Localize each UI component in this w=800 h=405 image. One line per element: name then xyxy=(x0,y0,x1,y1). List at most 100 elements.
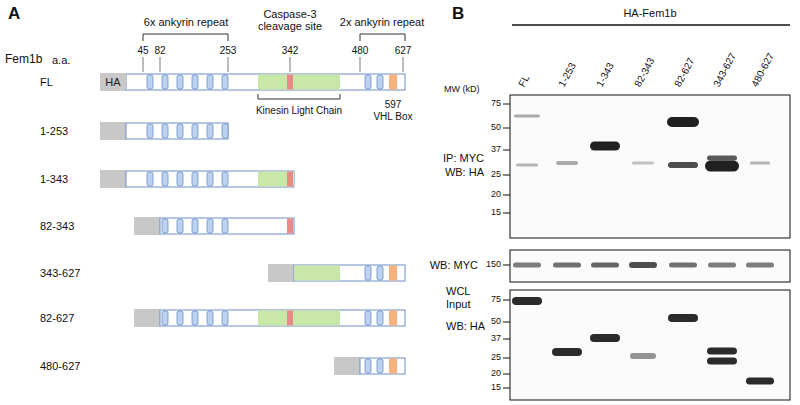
protein-band xyxy=(632,162,654,165)
annotation-label: WB: HA xyxy=(445,166,484,178)
ankyrin-repeat xyxy=(377,75,383,89)
protein-band xyxy=(669,263,697,268)
construct-bar xyxy=(294,265,405,281)
ankyrin-repeat xyxy=(377,359,383,373)
ankyrin-bracket xyxy=(360,34,405,41)
annotation-label: 82 xyxy=(154,45,165,56)
annotation-label: 627 xyxy=(395,45,412,56)
ha-tag xyxy=(100,122,126,140)
annotation-label: Fem1b xyxy=(5,53,42,66)
marker-tick xyxy=(503,213,510,214)
construct-row xyxy=(268,264,405,282)
ankyrin-repeat xyxy=(177,219,183,233)
lane-label: 480-627 xyxy=(749,51,776,89)
mw-marker: 75 xyxy=(491,295,501,305)
construct-row xyxy=(100,122,228,140)
protein-band xyxy=(516,164,538,167)
mw-marker: 37 xyxy=(491,334,501,344)
blot-panel xyxy=(510,290,790,400)
ankyrin-repeat xyxy=(207,311,213,325)
kinesin-region xyxy=(258,75,340,90)
ankyrin-repeat xyxy=(192,172,198,186)
kinesin-region xyxy=(258,311,340,326)
mw-marker: 50 xyxy=(491,317,501,327)
protein-band xyxy=(556,161,578,165)
ankyrin-repeat xyxy=(162,311,168,325)
marker-tick xyxy=(503,358,510,359)
position-tick xyxy=(290,57,291,72)
ankyrin-repeat xyxy=(222,311,228,325)
lane-label: 82-343 xyxy=(632,56,656,89)
protein-band xyxy=(708,263,736,268)
ankyrin-repeat xyxy=(177,124,183,138)
protein-band xyxy=(630,353,656,359)
mw-marker: 50 xyxy=(491,123,501,133)
panel-letter: B xyxy=(452,5,464,24)
construct-row xyxy=(334,357,405,375)
annotation-label: 343-627 xyxy=(40,267,80,279)
kinesin-bracket xyxy=(258,94,340,99)
lane-label: 343-627 xyxy=(711,51,738,89)
ankyrin-repeat xyxy=(377,266,383,280)
protein-band xyxy=(750,162,770,165)
construct-bar xyxy=(126,74,405,90)
ha-tag-box: HA xyxy=(100,73,126,91)
annotation-label: 597 xyxy=(385,99,402,110)
mw-marker: 150 xyxy=(486,260,501,270)
annotation-label: IP: MYC xyxy=(443,152,484,164)
position-tick xyxy=(160,57,161,72)
annotation-label: Kinesin Light Chain xyxy=(256,105,342,116)
construct-map xyxy=(100,74,405,375)
ha-tag xyxy=(268,264,294,282)
ankyrin-repeat xyxy=(377,311,383,325)
protein-band xyxy=(629,262,657,268)
marker-tick xyxy=(503,322,510,323)
ankyrin-repeat xyxy=(222,124,228,138)
protein-band xyxy=(553,263,581,268)
ankyrin-repeat xyxy=(207,172,213,186)
marker-tick xyxy=(503,388,510,389)
ankyrin-repeat xyxy=(192,219,198,233)
mw-marker: 25 xyxy=(491,170,501,180)
annotation-label: 1-343 xyxy=(40,173,68,185)
ankyrin-repeat xyxy=(365,266,371,280)
protein-band xyxy=(746,263,774,268)
tag-text: HA xyxy=(105,77,120,88)
annotation-label: Caspase-3 cleavage site xyxy=(248,8,332,32)
construct-row xyxy=(134,217,294,235)
annotation-label: WB: HA xyxy=(446,320,485,332)
ankyrin-repeat xyxy=(222,75,228,89)
ha-tag xyxy=(134,309,160,327)
ankyrin-repeat xyxy=(222,172,228,186)
ankyrin-repeat xyxy=(147,75,153,89)
vhl-box xyxy=(389,75,397,90)
construct-bar xyxy=(126,171,294,187)
construct-bar xyxy=(160,310,405,326)
caspase-site xyxy=(287,75,293,90)
ankyrin-bracket xyxy=(143,34,228,41)
protein-band xyxy=(668,162,698,168)
marker-tick xyxy=(503,339,510,340)
ankyrin-repeat xyxy=(207,75,213,89)
annotation-label: 480 xyxy=(352,45,369,56)
marker-tick xyxy=(503,374,510,375)
annotation-label: 1-253 xyxy=(40,125,68,137)
construct-row xyxy=(100,170,294,188)
ankyrin-repeat xyxy=(147,124,153,138)
protein-band xyxy=(512,297,542,305)
annotation-label: MW (kD) xyxy=(444,85,480,95)
ankyrin-repeat xyxy=(207,219,213,233)
ankyrin-repeat xyxy=(365,311,371,325)
protein-band xyxy=(705,161,739,172)
ankyrin-repeat xyxy=(192,75,198,89)
blot-panel xyxy=(510,95,790,238)
blot-panel xyxy=(510,250,790,282)
caspase-site xyxy=(287,311,293,326)
ankyrin-repeat xyxy=(192,311,198,325)
western-blots xyxy=(503,25,790,400)
annotation-label: FL xyxy=(40,76,53,88)
ankyrin-repeat xyxy=(192,124,198,138)
